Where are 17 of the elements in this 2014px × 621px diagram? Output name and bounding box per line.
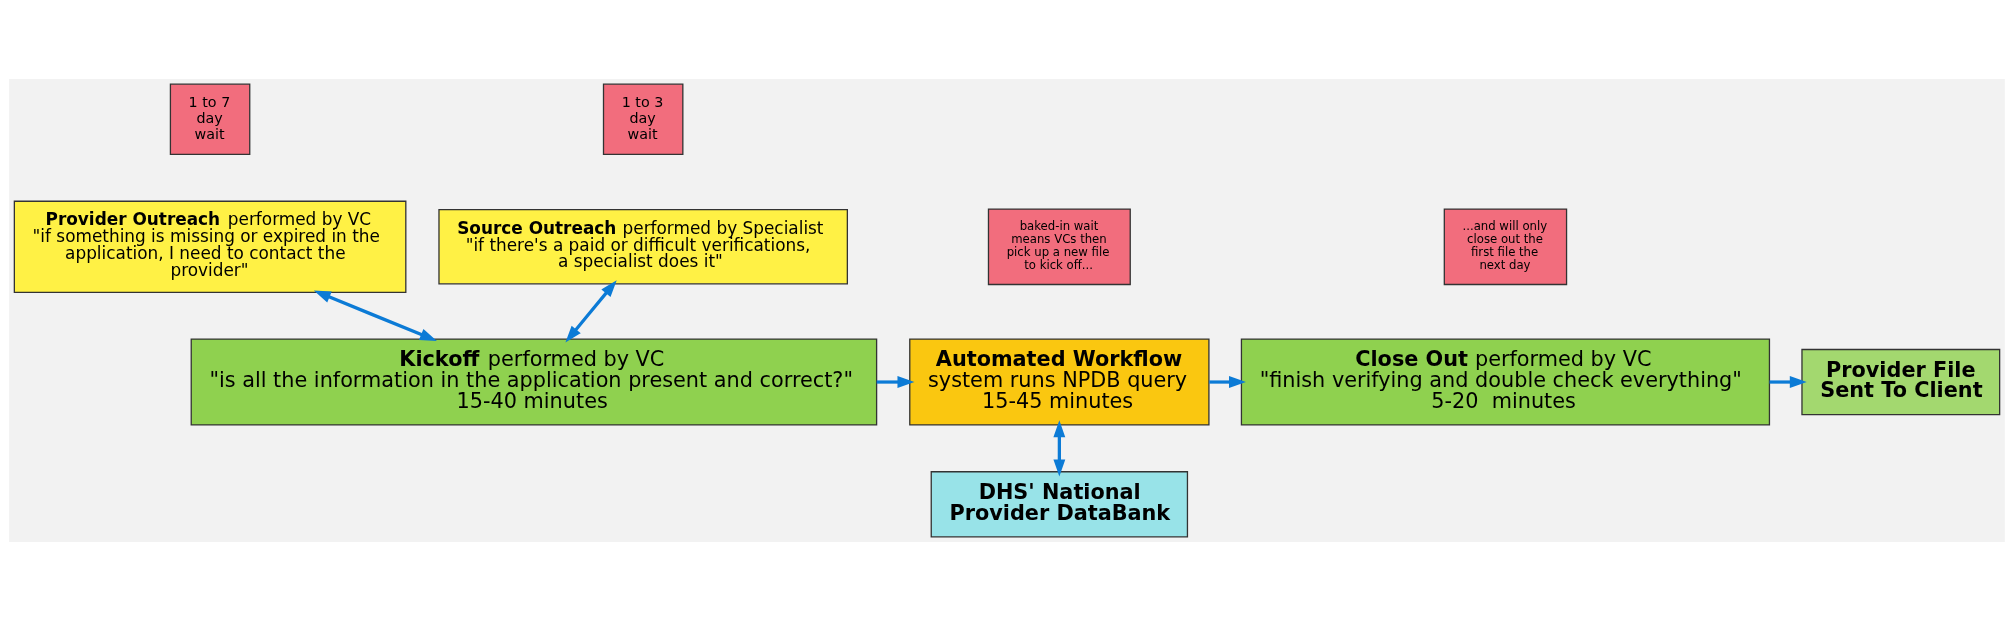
arrow: [1209, 376, 1246, 388]
arrow: [313, 290, 437, 341]
node-box: Kickoff performed by VC "is all the information in the application present and correct?" 15-40 minutes: [190, 338, 878, 426]
arrow: [1053, 420, 1066, 477]
node-box: ...and will only close out the first file the next day: [1443, 208, 1568, 286]
node-box: Provider Outreach performed by VC "if something is missing or expired in the application, I need to contact the provider": [13, 200, 407, 293]
arrow: [565, 280, 617, 343]
arrow: [1769, 376, 1807, 388]
node-box: baked-in wait means VCs then pick up a new file to kick off...: [987, 208, 1131, 286]
node-box: 1 to 7 day wait: [169, 83, 251, 156]
node-box: Automated Workflow system runs NPDB query 15-45 minutes: [909, 338, 1210, 426]
node-box: 1 to 3 day wait: [602, 83, 684, 156]
node-box: DHS' National Provider DataBank: [930, 471, 1189, 538]
arrow: [876, 376, 915, 388]
node-box: Provider File Sent To Client: [1801, 348, 2001, 416]
node-box: Close Out performed by VC "finish verifying and double check everything" 5-20 minutes: [1240, 338, 1771, 426]
node-box: Source Outreach performed by Specialist "if there's a paid or difficult verifications, a specialist does it": [438, 209, 848, 285]
